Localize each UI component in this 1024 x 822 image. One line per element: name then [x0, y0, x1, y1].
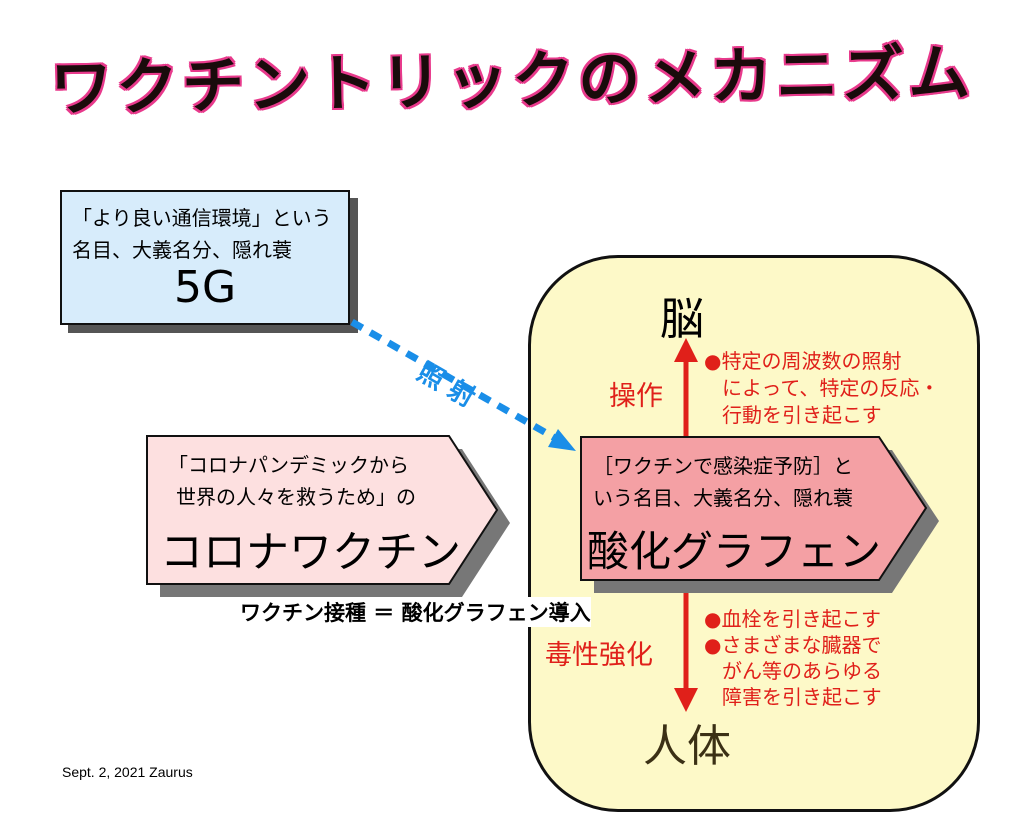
arrow-down-to-body: [674, 688, 698, 712]
body-label: 人体: [643, 721, 731, 772]
operation-label: 操作: [609, 381, 663, 412]
upper-effect-line1: ●特定の周波数の照射: [704, 349, 902, 373]
5g-box-line2: 名目、大義名分、隠れ蓑: [72, 238, 292, 262]
graphene-line2: いう名目、大義名分、隠れ蓑: [593, 486, 853, 510]
lower-effect-line1: ●血栓を引き起こす: [704, 607, 882, 631]
upper-effect-line2: によって、特定の反応・: [722, 376, 940, 400]
5g-label: 5G: [173, 262, 237, 313]
lower-effect-line2: ●さまざまな臓器で: [704, 633, 882, 657]
vaccine-label: コロナワクチン: [160, 528, 461, 578]
brain-label: 脳: [660, 294, 704, 345]
irradiation-arrow-head: [548, 429, 576, 451]
upper-effect-line3: 行動を引き起こす: [722, 403, 882, 427]
lower-effect-line3: がん等のあらゆる: [722, 659, 882, 683]
vaccine-line1: 「コロナパンデミックから: [168, 453, 409, 477]
equation-text: ワクチン接種 ＝ 酸化グラフェン導入: [240, 597, 591, 627]
5g-box-line1: 「より良い通信環境」という: [72, 206, 332, 230]
toxicity-label: 毒性強化: [545, 640, 653, 671]
vaccine-box: [146, 435, 499, 585]
graphene-box: [580, 436, 928, 581]
vaccine-line2: 世界の人々を救うため」の: [176, 485, 416, 509]
5g-box: 「より良い通信環境」という 名目、大義名分、隠れ蓑 5G: [60, 190, 350, 325]
lower-effect-line4: 障害を引き起こす: [722, 685, 882, 709]
footer-credit: Sept. 2, 2021 Zaurus: [62, 764, 193, 780]
arrow-up-to-brain: [674, 338, 698, 362]
graphene-line1: ［ワクチンで感染症予防］と: [593, 454, 853, 478]
graphene-label: 酸化グラフェン: [587, 527, 882, 576]
